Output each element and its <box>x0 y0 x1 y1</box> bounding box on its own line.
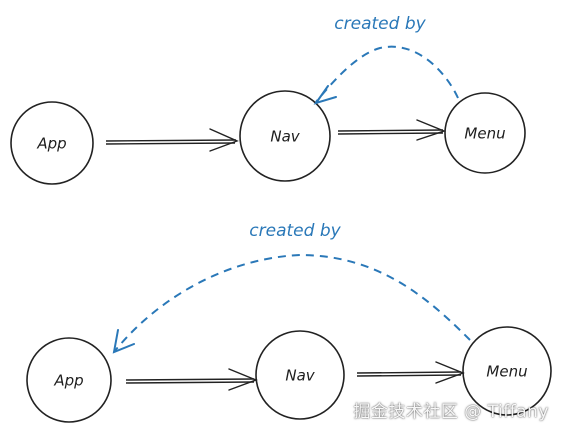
diagram-bottom: App Nav Menu created by <box>26 221 552 423</box>
edge-nav-to-menu-top <box>337 119 447 141</box>
node-nav-top-label: Nav <box>270 128 300 146</box>
node-menu-bottom: Menu <box>462 326 552 416</box>
node-menu-bottom-label: Menu <box>486 363 527 381</box>
node-nav-top: Nav <box>239 90 331 182</box>
node-app-top: App <box>10 101 94 185</box>
edge-app-to-nav-bottom <box>125 368 258 391</box>
created-by-label-top: created by <box>334 14 426 34</box>
edge-created-by-top <box>313 45 459 105</box>
edge-nav-to-menu-bottom <box>356 361 465 384</box>
node-nav-bottom: Nav <box>255 330 345 420</box>
node-app-bottom-label: App <box>53 372 83 390</box>
created-by-label-bottom: created by <box>249 221 341 241</box>
node-menu-top-label: Menu <box>464 125 505 143</box>
node-app-top-label: App <box>36 135 66 153</box>
edge-app-to-nav-top <box>105 128 239 152</box>
node-menu-top: Menu <box>444 92 526 174</box>
edge-created-by-bottom <box>112 253 471 354</box>
watermark: 掘金技术社区 @ Tiffany <box>353 402 549 422</box>
diagram-top: App Nav Menu created by <box>10 14 526 185</box>
node-nav-bottom-label: Nav <box>285 367 315 385</box>
node-app-bottom: App <box>26 337 112 423</box>
